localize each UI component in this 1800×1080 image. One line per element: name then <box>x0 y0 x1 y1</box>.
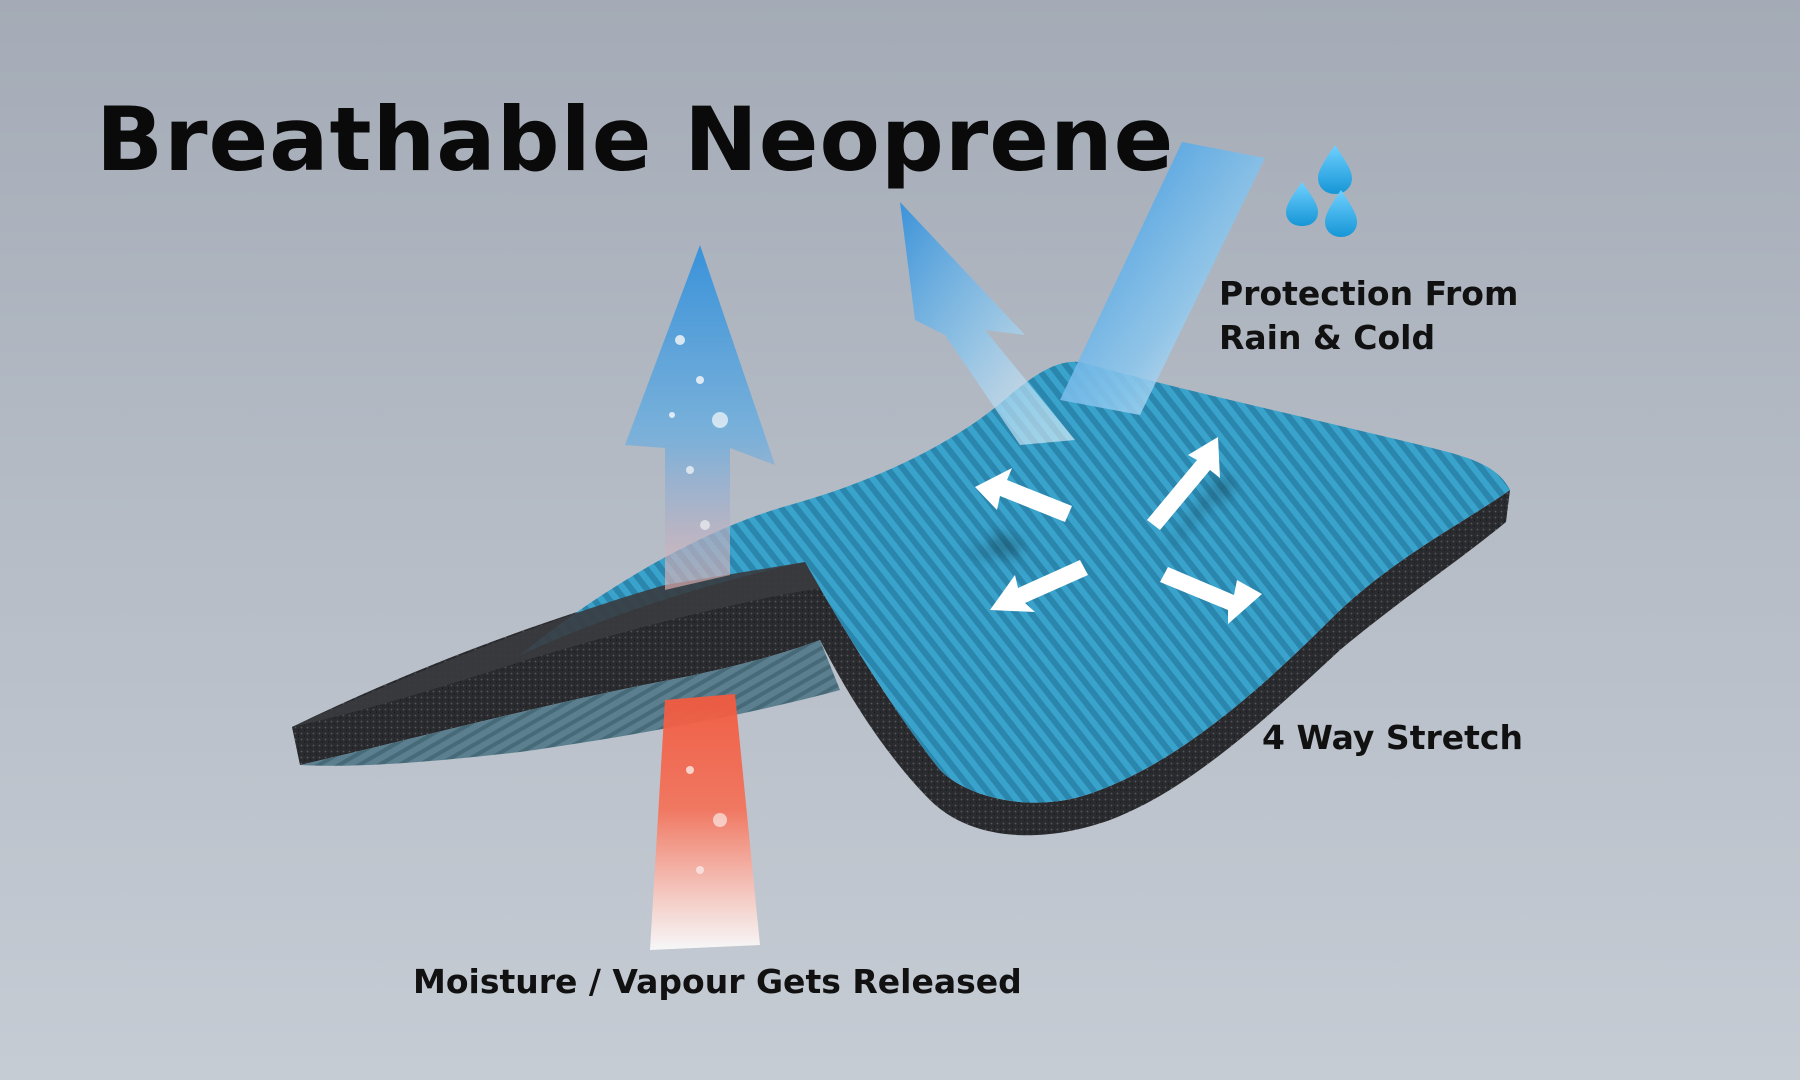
rain-deflect-arrow <box>900 142 1265 445</box>
heat-up-arrow <box>650 694 760 950</box>
page-title: Breathable Neoprene <box>96 88 1175 191</box>
four-way-stretch-arrows <box>960 437 1262 624</box>
foam-layer <box>292 490 1510 836</box>
protection-label-line2: Rain & Cold <box>1219 318 1436 357</box>
protection-label: Protection From Rain & Cold <box>1219 272 1518 360</box>
fabric-underside <box>300 640 840 766</box>
moisture-label: Moisture / Vapour Gets Released <box>413 962 1022 1001</box>
stretch-label: 4 Way Stretch <box>1262 718 1523 757</box>
foam-edge <box>292 562 820 727</box>
protection-label-line1: Protection From <box>1219 274 1519 313</box>
vapour-up-arrow <box>625 245 775 590</box>
rain-drops-icon <box>1286 145 1357 237</box>
